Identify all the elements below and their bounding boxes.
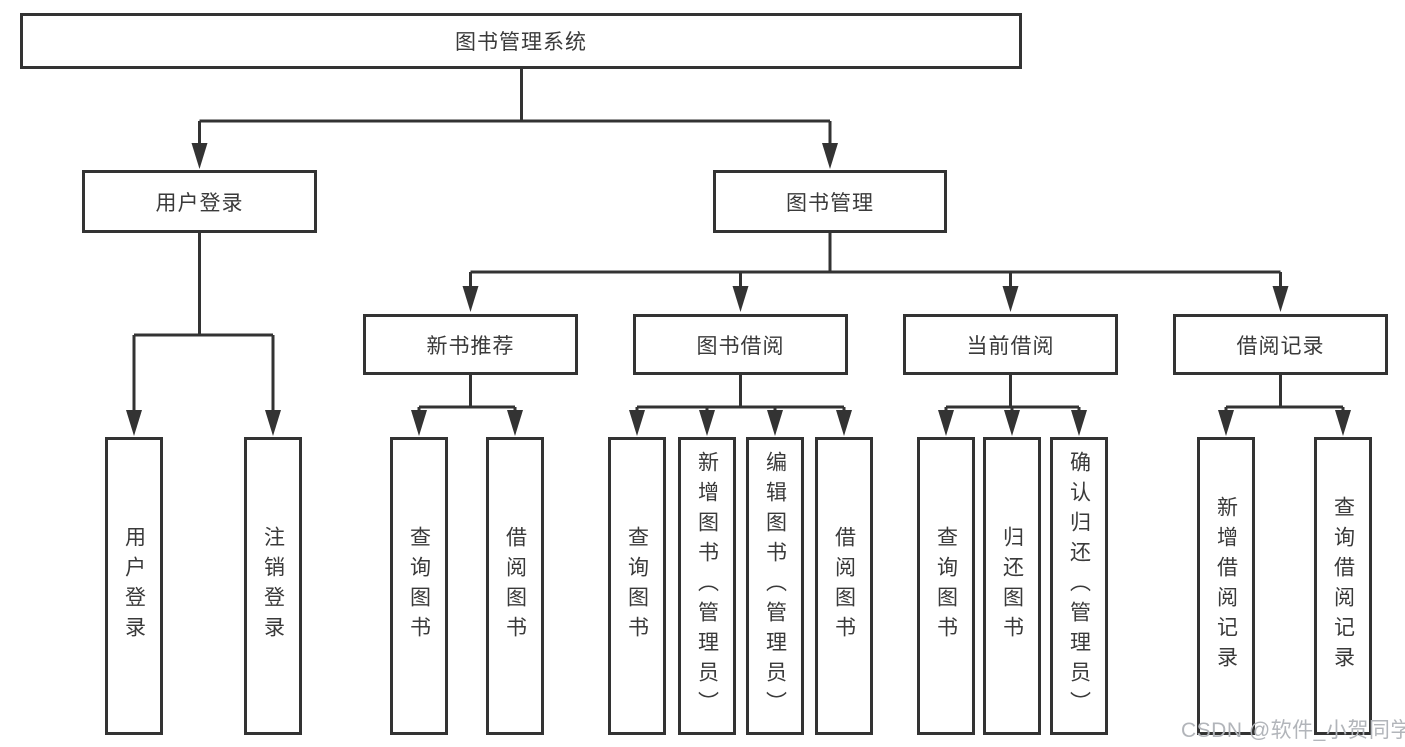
- leaf-borrow-books: 借阅图书: [815, 437, 873, 735]
- leaf-query-books-current: 查询图书: [917, 437, 975, 735]
- node-book-management: 图书管理: [713, 170, 947, 233]
- leaf-add-borrow-record: 新增借阅记录: [1197, 437, 1255, 735]
- leaf-logout: 注销登录: [244, 437, 302, 735]
- leaf-borrow-books-recommend: 借阅图书: [486, 437, 544, 735]
- leaf-user-login: 用户登录: [105, 437, 163, 735]
- leaf-confirm-return-admin: 确认归还（管理员）: [1050, 437, 1108, 735]
- csdn-watermark: CSDN @软件_小贺同学: [1181, 719, 1405, 742]
- leaf-edit-book-admin: 编辑图书（管理员）: [746, 437, 804, 735]
- leaf-query-books-borrow: 查询图书: [608, 437, 666, 735]
- node-root: 图书管理系统: [20, 13, 1022, 69]
- node-current-borrowing: 当前借阅: [903, 314, 1118, 375]
- leaf-add-book-admin: 新增图书（管理员）: [678, 437, 736, 735]
- leaf-return-books: 归还图书: [983, 437, 1041, 735]
- node-borrowing-records: 借阅记录: [1173, 314, 1388, 375]
- leaf-query-books-recommend: 查询图书: [390, 437, 448, 735]
- node-new-book-recommendation: 新书推荐: [363, 314, 578, 375]
- leaf-query-borrow-record: 查询借阅记录: [1314, 437, 1372, 735]
- node-user-login: 用户登录: [82, 170, 317, 233]
- node-book-borrowing: 图书借阅: [633, 314, 848, 375]
